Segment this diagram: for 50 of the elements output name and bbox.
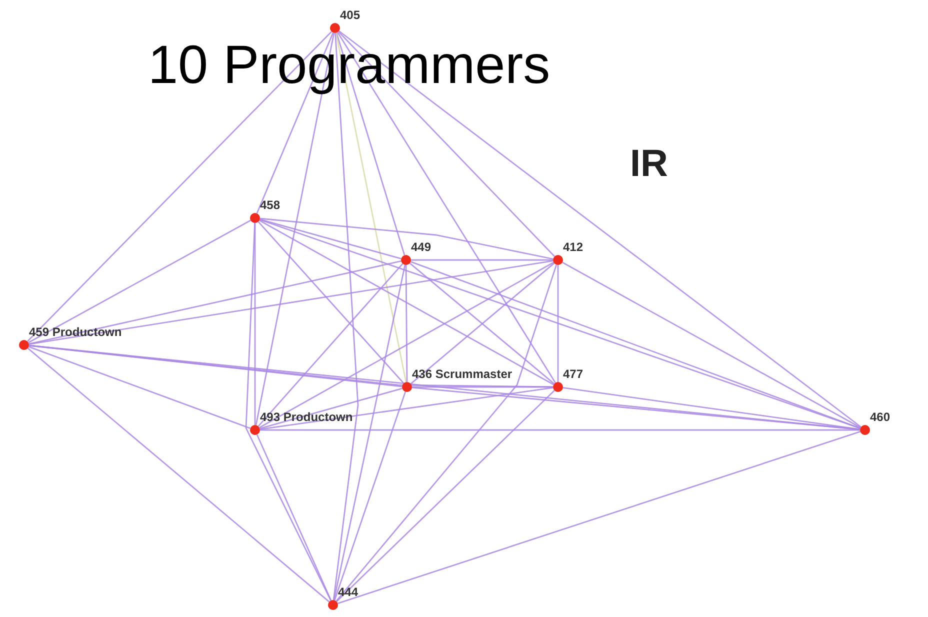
connection-line xyxy=(28,220,251,344)
connection-line xyxy=(411,259,553,261)
connection-line xyxy=(256,434,332,601)
connection-line xyxy=(260,388,402,430)
connection-line xyxy=(336,32,406,256)
connection-line xyxy=(259,220,554,386)
connection-line xyxy=(28,260,402,345)
node-label: 477 xyxy=(562,366,584,382)
connection-line xyxy=(405,265,408,382)
connection-line xyxy=(260,387,554,430)
connection-line xyxy=(334,391,406,601)
connection-line xyxy=(336,264,558,602)
node-label: 458 xyxy=(259,197,282,213)
node-label: 493 Productown xyxy=(259,409,354,425)
connection-line xyxy=(27,31,332,342)
node-label: 460 xyxy=(869,409,892,425)
node-label: 449 xyxy=(410,239,432,255)
connection-line xyxy=(255,32,335,426)
connection-line xyxy=(260,429,860,431)
node-label: 405 xyxy=(339,7,362,23)
connection-line xyxy=(259,262,554,428)
connection-line xyxy=(258,263,404,427)
connection-line xyxy=(332,32,359,600)
connection-line xyxy=(256,32,334,214)
connection-line xyxy=(259,218,861,430)
graph-label: IR xyxy=(630,145,668,183)
node-label: 459 Productown xyxy=(28,324,123,340)
connection-line xyxy=(260,218,402,260)
connection-line xyxy=(557,265,559,382)
connection-line xyxy=(28,260,554,345)
connection-line xyxy=(245,222,332,601)
connection-line xyxy=(336,390,555,602)
connection-line xyxy=(260,218,554,260)
title: 10 Programmers xyxy=(148,36,550,94)
connection-line xyxy=(412,386,553,388)
connection-line xyxy=(562,387,860,430)
connection-line xyxy=(338,30,862,428)
connection-line xyxy=(410,261,861,429)
node-label: 436 Scrummaster xyxy=(411,366,514,382)
node-label: 444 xyxy=(337,584,360,600)
connection-line xyxy=(333,264,406,600)
connection-line xyxy=(337,32,556,384)
connection-line xyxy=(27,348,330,602)
connection-line xyxy=(258,221,404,384)
connection-line xyxy=(28,346,251,429)
connection-line xyxy=(337,430,861,604)
node-label: 412 xyxy=(562,239,584,255)
connection-line xyxy=(562,262,861,428)
connection-line xyxy=(338,31,555,257)
connection-line xyxy=(335,32,407,382)
